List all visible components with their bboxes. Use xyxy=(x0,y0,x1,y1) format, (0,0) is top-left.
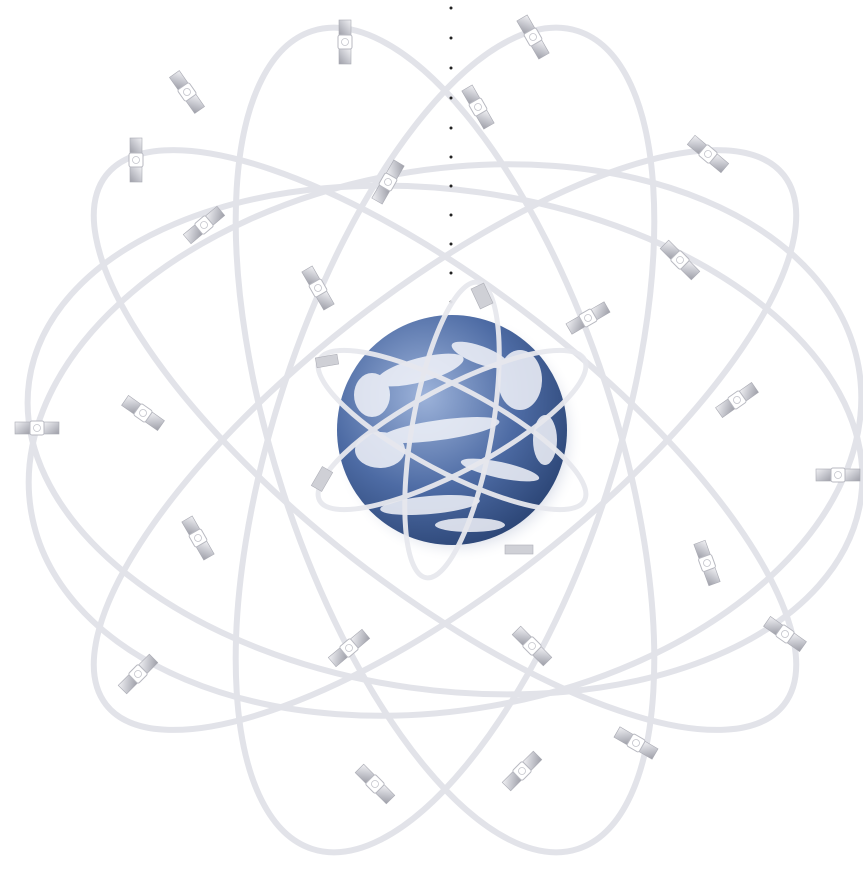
satellite-icon xyxy=(121,395,165,432)
satellite-icon xyxy=(129,138,143,182)
satellite-icon xyxy=(693,540,721,586)
satellite-icon xyxy=(501,750,542,791)
satellite-icon xyxy=(181,515,215,560)
satellite-icon xyxy=(117,653,158,694)
satellite-icon xyxy=(763,616,807,653)
satellite-icon xyxy=(338,20,352,64)
satellite-icon xyxy=(354,763,395,804)
satellite-icon xyxy=(461,84,495,129)
satellite-icon xyxy=(15,421,59,435)
satellite-icon xyxy=(169,70,206,114)
satellite-icon xyxy=(715,382,759,419)
satellite-icon xyxy=(816,468,860,482)
satellite-icon xyxy=(328,628,371,667)
